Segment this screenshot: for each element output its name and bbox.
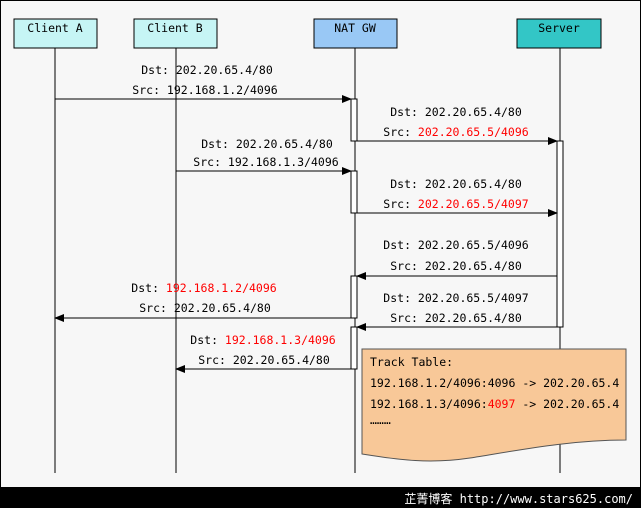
src-label: Src: 202.20.65.5/4097 [383,197,528,211]
svg-text:NAT GW: NAT GW [334,21,376,35]
message-8: Dst: 192.168.1.3/4096 Src: 202.20.65.4/8… [175,333,351,373]
src-label: Src: 192.168.1.3/4096 [193,155,338,169]
activation-nat-4 [350,326,358,370]
dst-label: Dst: 202.20.65.4/80 [141,63,273,77]
participant-client-a: Client A [13,18,98,49]
dst-label: Dst: 202.20.65.5/4097 [383,291,528,305]
src-label: Src: 202.20.65.4/80 [390,259,522,273]
dst-label: Dst: 202.20.65.4/80 [390,105,522,119]
message-7: Dst: 202.20.65.5/4097 Src: 202.20.65.4/8… [356,291,557,331]
track-table-ellipsis: ……… [370,413,391,427]
activation-nat-3 [350,275,358,319]
svg-text:Server: Server [538,21,580,35]
activation-nat-1 [350,98,358,142]
track-table-title: Track Table: [370,355,453,369]
activation-nat-2 [350,170,358,214]
dst-label: Dst: 202.20.65.4/80 [201,137,333,151]
dst-label: Dst: 192.168.1.2/4096 [131,281,276,295]
message-2: Dst: 202.20.65.4/80 Src: 202.20.65.5/409… [357,105,558,145]
src-label: Src: 202.20.65.4/80 [139,301,271,315]
dst-label: Dst: 192.168.1.3/4096 [190,333,335,347]
dst-label: Dst: 202.20.65.5/4096 [383,238,528,252]
src-label: Src: 192.168.1.2/4096 [132,83,277,97]
participant-server: Server [516,18,602,49]
activation-bars [350,98,564,370]
message-5: Dst: 202.20.65.5/4096 Src: 202.20.65.4/8… [356,238,557,280]
dst-label: Dst: 202.20.65.4/80 [390,177,522,191]
src-label: Src: 202.20.65.5/4096 [383,125,528,139]
watermark-text: 芷菁博客 http://www.stars625.com/ [404,492,633,506]
participant-nat-gw: NAT GW [313,18,398,49]
message-6: Dst: 192.168.1.2/4096 Src: 202.20.65.4/8… [54,281,351,322]
watermark-footer: 芷菁博客 http://www.stars625.com/ [0,488,641,508]
svg-text:Client A: Client A [27,21,82,35]
track-table-row: 192.168.1.3/4096:4097 -> 202.20.65.4 [370,397,619,411]
message-3: Dst: 202.20.65.4/80 Src: 192.168.1.3/409… [176,137,352,175]
svg-text:Client B: Client B [147,21,202,35]
src-label: Src: 202.20.65.4/80 [390,311,522,325]
message-4: Dst: 202.20.65.4/80 Src: 202.20.65.5/409… [357,177,558,217]
message-1: Dst: 202.20.65.4/80 Src: 192.168.1.2/409… [55,63,352,103]
track-table-row: 192.168.1.2/4096:4096 -> 202.20.65.4 [370,376,619,390]
participant-client-b: Client B [133,18,218,49]
sequence-diagram: Client A Client B NAT GW Server Dst: 202… [0,0,641,488]
activation-server [556,140,564,328]
track-table-note: Track Table: 192.168.1.2/4096:4096 -> 20… [361,348,627,462]
src-label: Src: 202.20.65.4/80 [198,353,330,367]
